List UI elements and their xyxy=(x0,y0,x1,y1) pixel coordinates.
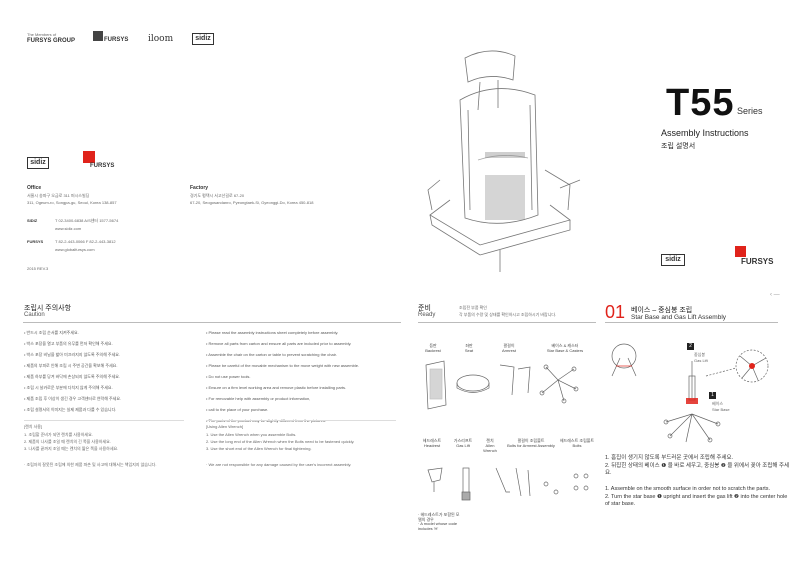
starbase-label-en: Star Base xyxy=(712,407,730,412)
sidiz-website: www.sidiz.com xyxy=(55,226,82,231)
ready-desc-1: 조립전 부품 확인 xyxy=(459,305,487,310)
step1-illustration xyxy=(611,343,769,443)
fursys-logo-text: FURSYS xyxy=(104,37,129,43)
caution-item-ko: 제품 하부를 당겨 바닥에 손상되지 않도록 주의해 주세요. xyxy=(24,371,121,382)
step1-title-en: Star Base and Gas Lift Assembly xyxy=(631,314,727,321)
fursys-group-label: FURSYS GROUP xyxy=(27,38,76,44)
sidiz-logo-top: sidiz xyxy=(192,33,214,45)
caution-item-en: Ensure on a firm level working area and … xyxy=(206,382,359,393)
step1-instructions-ko: 1. 흠집이 생기지 않도록 부드러운 곳에서 조립해 주세요. 2. 뒤집힌 … xyxy=(605,455,793,478)
headrest-model-note-ko: · 헤드레스트가 포함된 모델의 경우 xyxy=(418,512,460,522)
sidiz-logo: sidiz xyxy=(27,157,49,169)
chair-illustration xyxy=(427,50,581,272)
fursys-logo-mark xyxy=(93,31,103,41)
headrest-model-note-en: · A model whose code includes 'H' xyxy=(418,521,458,531)
ready-title-en: Ready xyxy=(418,312,436,318)
office-address-ko: 서울시 송파구 오금로 311 퍼시스빌딩 xyxy=(27,193,90,198)
fursys-phone: T 82-2-443-0066 F 82-2-443-3812 xyxy=(55,239,116,244)
parts-row-1-illustration xyxy=(425,360,579,410)
caution-item-ko: 조립 설명서의 이미지는 실제 제품과 다를 수 있습니다. xyxy=(24,404,121,415)
ready-divider xyxy=(418,322,596,323)
gaslift-label-en: Gas Lift xyxy=(694,358,708,363)
wrench-ko-step: 2. 제품의 나사를 조일 때 렌치의 긴 쪽을 사용하세요. xyxy=(24,439,111,444)
ready-desc-2: 각 부품의 수량 및 상태를 확인하시고 조립하시기 바랍니다. xyxy=(459,312,557,317)
caution-item-ko: 반드시 조립 순서를 지켜주세요. xyxy=(24,327,121,338)
wrench-ko-step: 1. 조립할 준비가 되면 렌치를 사용하세요. xyxy=(24,432,93,437)
wrench-en-rule xyxy=(206,420,396,421)
caution-item-ko: 제품 조립 후 이상이 생긴 경우 고객센터로 연락해 주세요. xyxy=(24,393,122,404)
model-name: T55 xyxy=(666,82,735,124)
caution-list-en: Please read the assembly instructions sh… xyxy=(206,327,359,426)
caution-item-en: Please read the assembly instructions sh… xyxy=(206,327,359,338)
caution-title-ko: 조립시 주의사항 xyxy=(24,305,72,312)
factory-address-en: 67-20, Seogosandanro, Pyeongtaek-Si, Gye… xyxy=(190,200,314,205)
wrench-ko-rule xyxy=(24,420,184,421)
liability-note-ko: · 조립자의 잘못된 조립에 의한 제품 파손 및 사고에 대해서는 책임지지 … xyxy=(24,462,157,467)
revision: 2015 REV.3 xyxy=(27,266,49,271)
wrench-ko-title: [렌치 사용] xyxy=(24,424,43,429)
step1-instr-en-2: 2. Turn the star base ❶ upright and inse… xyxy=(605,493,788,508)
caution-item-ko: 제품의 부피로 인해 조립 시 주변 공간을 확보해 주세요. xyxy=(24,360,121,371)
sidiz-contact-label: SIDIZ xyxy=(27,218,38,223)
factory-label: Factory xyxy=(190,185,209,191)
caution-item-en: call to the place of your purchase. xyxy=(206,404,359,415)
wrench-en-step: 2. Use the long end of the Allen Wrench … xyxy=(206,439,355,444)
gaslift-label-ko: 중심봉 xyxy=(694,352,706,357)
caution-divider xyxy=(23,322,401,323)
fursys-logo-small: FURSYS xyxy=(90,163,115,169)
starbase-label-ko: 베이스 xyxy=(712,401,724,406)
caution-item-en: Do not use power tools. xyxy=(206,371,359,382)
fursys-website: www.globalfursys.com xyxy=(55,247,95,252)
step-number: 01 xyxy=(605,302,626,322)
wrench-ko-step: 3. 나사를 끝까지 조일 때는 렌치의 짧은 쪽을 사용하세요. xyxy=(24,446,119,451)
series-label: Series xyxy=(737,106,763,116)
caution-item-en: For removable help with assembly or prod… xyxy=(206,393,359,404)
wrench-en-step: 1. Use the Allen Wrench when you assembl… xyxy=(206,432,297,437)
factory-address-ko: 경기도 평택시 서고산길로 67-20 xyxy=(190,193,245,198)
wrench-en-step: 3. Use the short end of the Allen Wrench… xyxy=(206,446,312,451)
caution-item-ko: 박스 포장을 열고 부품의 유무를 먼저 확인해 주세요. xyxy=(24,338,121,349)
callout-1: 1 xyxy=(709,392,716,399)
iloom-logo: iloom xyxy=(148,34,174,44)
sidiz-logo-back: sidiz xyxy=(661,254,685,266)
sidiz-phone: T 02-3400-6838 A/S센터 1577-5674 xyxy=(55,218,119,223)
liability-note-en: · We are not responsible for any damage … xyxy=(206,462,352,467)
office-address-en: 311, Ogeum-ro, Songpa-gu, Seoul, Korea 1… xyxy=(27,200,117,205)
step1-title-ko: 베이스 – 중심봉 조립 xyxy=(631,307,693,314)
fold-marker-icon: ‹ — xyxy=(770,292,780,298)
caution-item-ko: 박스 포장 비닐을 밟아 미끄러지지 않도록 주의해 주세요. xyxy=(24,349,121,360)
fursys-contact-label: FURSYS xyxy=(27,239,44,244)
ready-title-ko: 준비 xyxy=(418,305,431,312)
wrench-en-title: [Using Allen Wrench] xyxy=(206,424,244,429)
step1-instructions-en: 1. Assemble on the smooth surface in ord… xyxy=(605,486,793,509)
step1-instr-ko-1: 1. 흠집이 생기지 않도록 부드러운 곳에서 조립해 주세요. xyxy=(605,455,734,461)
fursys-red-mark-back xyxy=(735,246,746,257)
fursys-red-mark xyxy=(83,151,95,163)
parts-row-2-illustration xyxy=(427,467,589,501)
caution-item-en: Remove all parts from carton and ensure … xyxy=(206,338,359,349)
callout-2: 2 xyxy=(687,343,694,350)
step1-instr-en-1: 1. Assemble on the smooth surface in ord… xyxy=(605,486,771,492)
step1-divider xyxy=(605,322,778,323)
caution-title-en: Caution xyxy=(24,312,45,318)
step1-instr-ko-2: 2. 뒤집힌 상태의 베이스 ❶ 을 바로 세우고, 중심봉 ❷ 을 위에서 꽂… xyxy=(605,462,790,477)
title-ko: 조립 설명서 xyxy=(661,143,696,150)
title-en: Assembly Instructions xyxy=(661,128,749,138)
caution-item-ko: 조립 시 날카로운 부분에 다치지 않게 주의해 주세요. xyxy=(24,382,121,393)
caution-item-en: Assemble the chair on the carton or tabl… xyxy=(206,349,359,360)
members-label: The Members of xyxy=(27,32,57,37)
fursys-logo-back: FURSYS xyxy=(741,257,774,266)
office-label: Office xyxy=(27,185,42,191)
caution-item-en: Please be careful of the movable mechani… xyxy=(206,360,360,371)
caution-list-ko: 반드시 조립 순서를 지켜주세요. 박스 포장을 열고 부품의 유무를 먼저 확… xyxy=(24,327,122,415)
